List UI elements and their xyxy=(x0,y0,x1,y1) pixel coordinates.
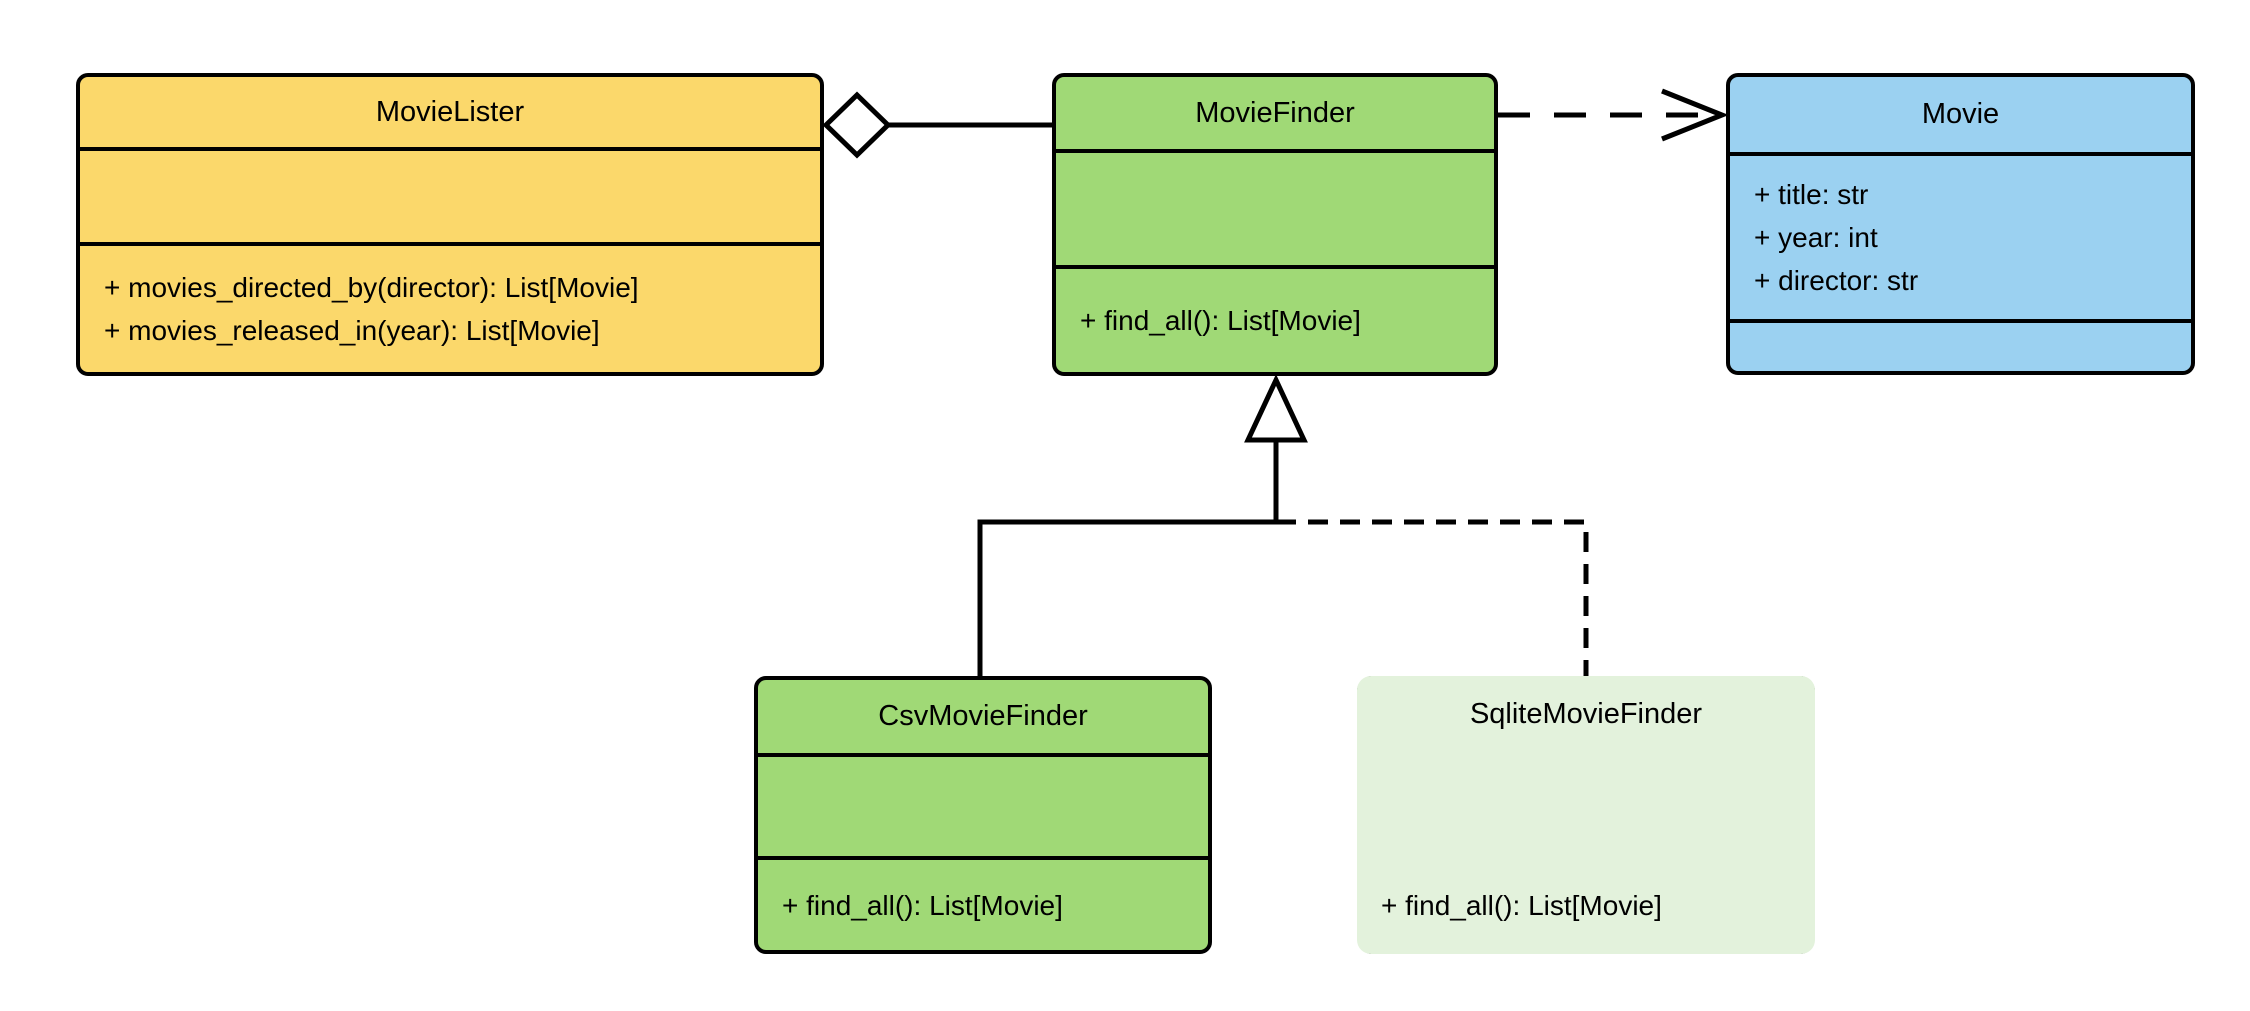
methods-compartment-movielister: + movies_directed_by(director): List[Mov… xyxy=(80,242,820,372)
attributes-compartment-movielister xyxy=(80,147,820,242)
methods-compartment-sqlitemoviefinder: + find_all(): List[Movie] xyxy=(1357,857,1815,954)
methods-compartment-moviefinder: + find_all(): List[Movie] xyxy=(1056,265,1494,372)
class-box-moviefinder: MovieFinder + find_all(): List[Movie] xyxy=(1052,73,1498,376)
dependency-arrowhead-icon xyxy=(1661,88,1729,142)
generalization-branch-sqlite xyxy=(1276,519,1589,680)
methods-compartment-movie xyxy=(1730,319,2191,371)
generalization-triangle-icon xyxy=(1244,374,1308,443)
method-row: + find_all(): List[Movie] xyxy=(1381,890,1662,921)
method-row: + find_all(): List[Movie] xyxy=(1080,305,1361,336)
method-row: + movies_released_in(year): List[Movie] xyxy=(104,315,600,346)
attributes-compartment-sqlitemoviefinder xyxy=(1357,753,1815,857)
attribute-row: + title: str xyxy=(1754,179,1869,210)
aggregation-diamond-icon xyxy=(822,91,892,159)
attribute-row: + year: int xyxy=(1754,222,1878,253)
class-box-movie: Movie + title: str + year: int + directo… xyxy=(1726,73,2195,375)
method-row: + find_all(): List[Movie] xyxy=(782,889,1063,921)
methods-compartment-csvmoviefinder: + find_all(): List[Movie] xyxy=(758,856,1208,950)
class-name-sqlitemoviefinder: SqliteMovieFinder xyxy=(1469,698,1703,730)
method-row: + movies_directed_by(director): List[Mov… xyxy=(104,272,639,303)
class-box-csvmoviefinder: CsvMovieFinder + find_all(): List[Movie] xyxy=(754,676,1212,954)
attributes-compartment-moviefinder xyxy=(1056,149,1494,265)
class-name-csvmoviefinder: CsvMovieFinder xyxy=(878,700,1088,732)
class-box-sqlitemoviefinder: SqliteMovieFinder + find_all(): List[Mov… xyxy=(1357,676,1815,954)
class-name-movie: Movie xyxy=(1921,98,2000,130)
generalization-connector xyxy=(977,374,1589,680)
class-name-movielister: MovieLister xyxy=(375,95,525,128)
attributes-compartment-movie: + title: str + year: int + director: str xyxy=(1730,152,2191,319)
class-name-moviefinder: MovieFinder xyxy=(1195,96,1355,129)
attribute-row: + director: str xyxy=(1754,265,1919,296)
attributes-compartment-csvmoviefinder xyxy=(758,753,1208,856)
dependency-connector xyxy=(1498,88,1729,142)
class-box-movielister: MovieLister + movies_directed_by(directo… xyxy=(76,73,824,376)
generalization-branch-csv xyxy=(977,519,1276,680)
aggregation-connector xyxy=(822,91,1054,159)
